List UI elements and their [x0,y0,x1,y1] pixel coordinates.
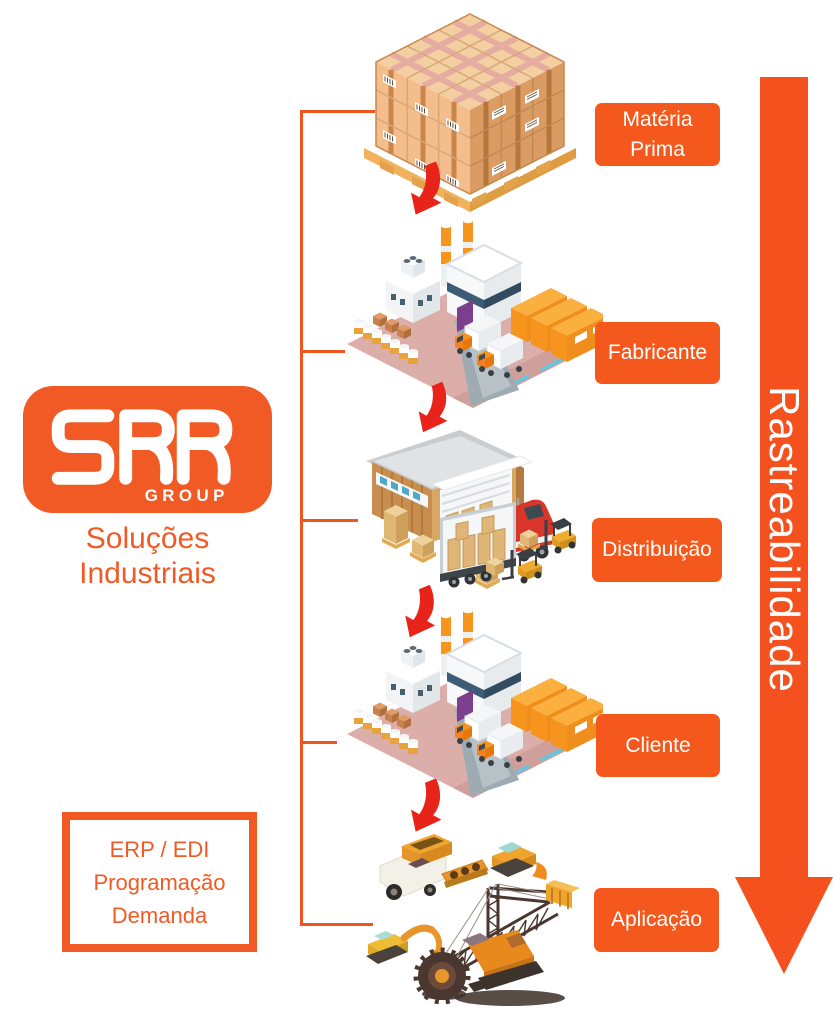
traceability-arrow-bar: Rastreabilidade [760,77,808,878]
connector-trunk [300,111,303,926]
erp-line-3: Demanda [111,902,208,928]
stage-label-aplicacao: Aplicação [594,888,719,952]
srr-logo-letters: GROUP [51,409,233,505]
stage-label-text: Distribuição [602,538,712,562]
stage-label-distribuicao: Distribuição [592,518,722,582]
erp-line-1: ERP / EDI [109,836,210,862]
erp-line-2: Programação [93,869,226,895]
flow-arrow-down-icon [400,776,446,834]
traceability-label: Rastreabilidade [761,386,808,693]
bucket-wheel-excavator-icon [413,880,580,1006]
construction-machinery-icon [366,834,580,1006]
connector-branch-materia-prima [300,110,375,113]
tagline-line-2: Industriais [79,556,216,590]
warehouse-truck-icon [366,430,576,589]
connector-branch-aplicacao [300,923,373,926]
pallet-boxes-icon [364,13,576,212]
stage-label-text: Fabricante [607,341,708,365]
barcode-labels-icon [383,74,539,189]
excavator-icon [366,924,443,966]
stage-label-materia-prima: Matéria Prima [595,103,720,166]
forklift-icon [486,518,576,584]
flow-arrow-down-icon [394,583,440,639]
connector-branch-fabricante [300,350,345,353]
srr-logo: SRR GROUP [23,386,272,513]
stage-label-cliente: Cliente [596,714,720,777]
stage-label-text: Aplicação [610,908,703,932]
traceability-arrowhead-icon [735,877,833,974]
connector-branch-cliente [300,741,337,744]
factory-icon [342,220,604,420]
bulldozer-icon [490,842,547,880]
factory-icon [342,610,604,810]
connector-branch-distribuicao [300,519,358,522]
logo-tagline: Soluções Industriais [23,522,272,591]
flow-arrow-down-icon [408,380,452,434]
erp-edi-box: ERP / EDI Programação Demanda [62,812,257,952]
stage-label-text: Cliente [625,733,691,757]
tagline-line-1: Soluções [85,522,210,555]
stage-label-text: Matéria Prima [622,108,693,161]
harvester-icon [379,834,489,900]
flow-arrow-down-icon [400,158,446,218]
stage-label-fabricante: Fabricante [595,322,720,384]
logo-group-text: GROUP [145,486,229,505]
